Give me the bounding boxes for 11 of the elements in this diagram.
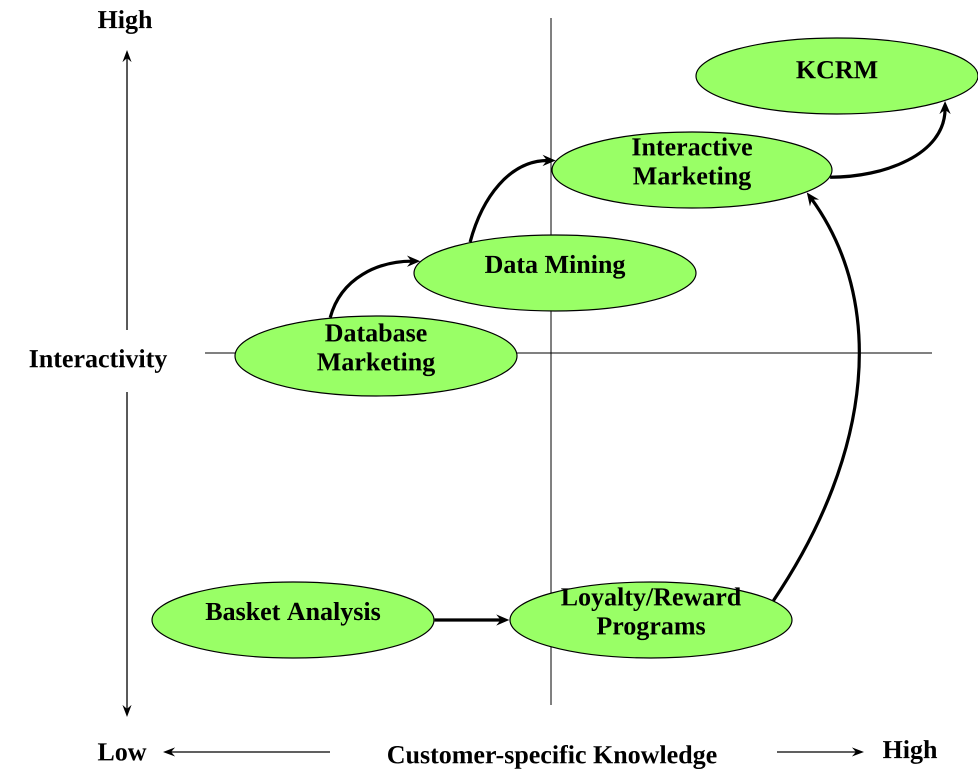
ellipse-node: Loyalty/Reward Programs (509, 581, 793, 659)
ellipse-node: Interactive Marketing (551, 131, 833, 209)
axis-label: Low (98, 743, 146, 761)
ellipse-node: Basket Analysis (151, 581, 435, 659)
axis-label: High (882, 740, 938, 764)
axis-title: Interactivity (30, 349, 168, 373)
ellipse-node: Data Mining (413, 234, 697, 312)
ellipse-node: Database Marketing (234, 315, 518, 397)
ellipse-node: KCRM (695, 37, 978, 115)
axis-title: Customer-specific Knowledge (388, 744, 717, 769)
axis-label: High (98, 10, 152, 34)
